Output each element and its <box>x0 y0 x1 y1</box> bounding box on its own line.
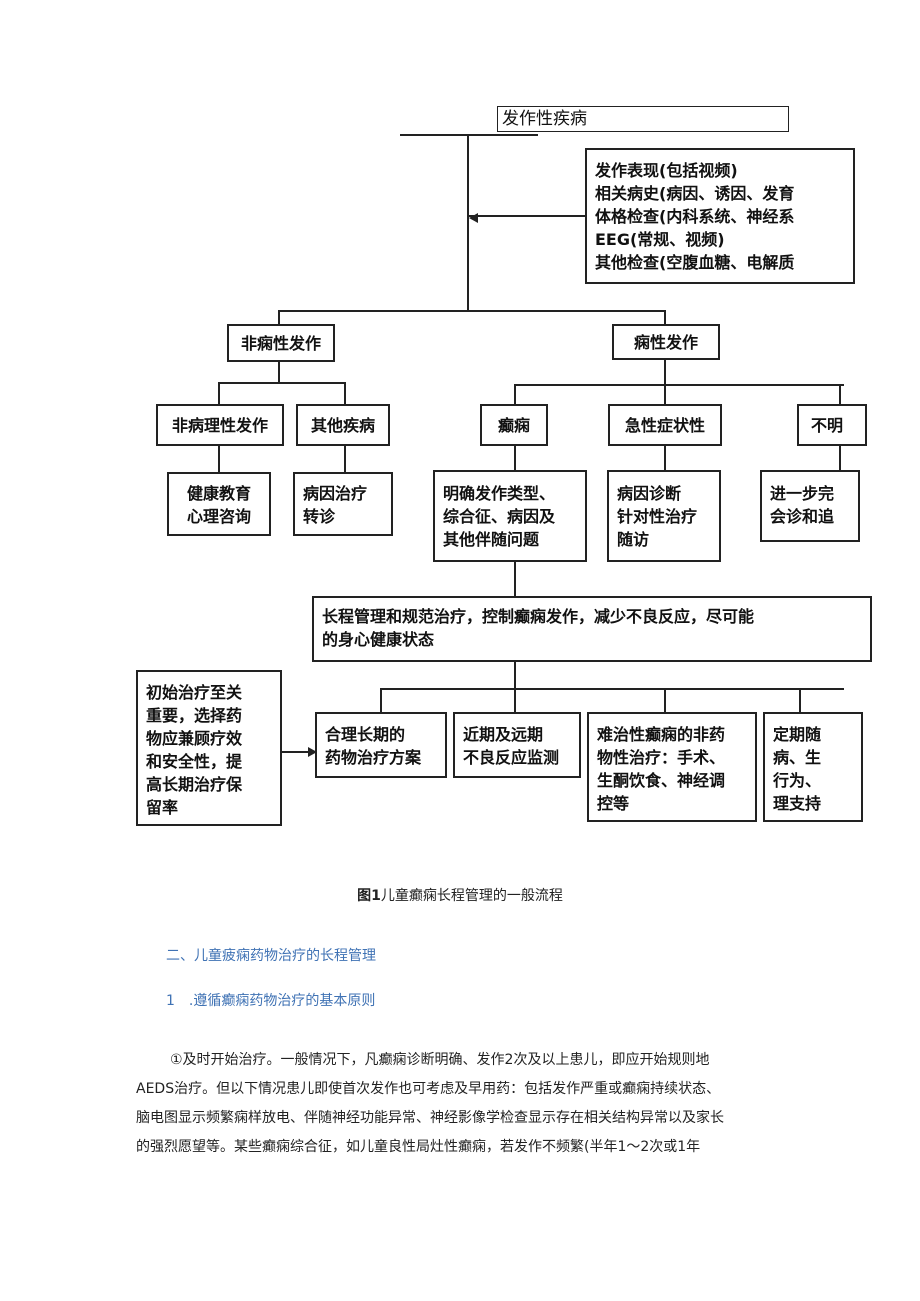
node-long-term-goal: 长程管理和规范治疗，控制癫痫发作，减少不良反应，尽可能 的身心健康状态 <box>312 596 872 662</box>
node-drug-plan: 合理长期的 药物治疗方案 <box>315 712 447 778</box>
node-non-pathological: 非病理性发作 <box>156 404 284 446</box>
paragraph-line: AEDS治疗。但以下情况患儿即使首次发作也可考虑及早用药：包括发作严重或癫痫持续… <box>136 1081 721 1097</box>
figure-caption: 图1儿童癫痫长程管理的一般流程 <box>0 885 920 905</box>
connector <box>839 444 841 472</box>
connector <box>469 213 478 223</box>
node-unclear: 不明 <box>797 404 867 446</box>
connector <box>514 688 516 714</box>
node-further-workup: 进一步完 会诊和追 <box>760 470 860 542</box>
flowchart: 发作性疾病 发作表现(包括视频) 相关病史(病因、诱因、发育 体格检查(内科系统… <box>136 106 872 826</box>
connector <box>400 134 538 136</box>
node-initial-treatment: 初始治疗至关 重要，选择药 物应兼顾疗效 和安全性，提 高长期治疗保 留率 <box>136 670 282 826</box>
connector <box>664 384 666 406</box>
connector <box>380 688 844 690</box>
connector <box>664 310 666 328</box>
node-evaluation: 发作表现(包括视频) 相关病史(病因、诱因、发育 体格检查(内科系统、神经系 E… <box>585 148 855 284</box>
connector <box>514 384 844 386</box>
connector <box>799 688 801 714</box>
connector <box>469 215 587 217</box>
node-etiology-diagnosis: 病因诊断 针对性治疗 随访 <box>607 470 721 562</box>
connector <box>514 444 516 472</box>
connector <box>218 382 220 406</box>
connector <box>839 384 841 406</box>
node-etiology-treatment: 病因治疗 转诊 <box>293 472 393 536</box>
paragraph-line: 脑电图显示频繁痫样放电、伴随神经功能异常、神经影像学检查显示存在相关结构异常以及… <box>136 1110 724 1126</box>
connector <box>344 382 346 406</box>
node-non-epileptic: 非痫性发作 <box>227 324 335 362</box>
paragraph-line: ①及时开始治疗。一般情况下，凡癫痫诊断明确、发作2次及以上患儿，即应开始规则地 <box>170 1052 710 1068</box>
node-refractory: 难治性癫痫的非药 物性治疗：手术、 生酮饮食、神经调 控等 <box>587 712 757 822</box>
connector <box>278 310 280 328</box>
node-acute-symptomatic: 急性症状性 <box>608 404 722 446</box>
connector <box>218 382 346 384</box>
connector <box>467 134 469 312</box>
node-follow-up: 定期随 病、生 行为、 理支持 <box>763 712 863 822</box>
caption-label: 图1 <box>357 888 381 904</box>
node-paroxysmal-disorder: 发作性疾病 <box>497 106 789 132</box>
node-epileptic: 痫性发作 <box>612 324 720 360</box>
connector <box>664 688 666 714</box>
section-heading: 二、儿童疲痫药物治疗的长程管理 <box>166 948 376 964</box>
node-epilepsy: 癫痫 <box>480 404 548 446</box>
connector <box>514 660 516 690</box>
connector <box>280 751 310 753</box>
connector <box>664 358 666 384</box>
paragraph-line: 的强烈愿望等。某些癫痫综合征，如儿童良性局灶性癫痫，若发作不频繁(半年1～2次或… <box>136 1139 701 1155</box>
connector <box>514 384 516 406</box>
node-other-disease: 其他疾病 <box>296 404 390 446</box>
node-clarify-type: 明确发作类型、 综合征、病因及 其他伴随问题 <box>433 470 587 562</box>
connector <box>278 310 666 312</box>
body-paragraph: ①及时开始治疗。一般情况下，凡癫痫诊断明确、发作2次及以上患儿，即应开始规则地 … <box>136 1046 796 1162</box>
connector <box>380 688 382 714</box>
connector <box>514 562 516 598</box>
subsection-heading: 1 .遵循癫痫药物治疗的基本原则 <box>166 993 376 1009</box>
caption-text: 儿童癫痫长程管理的一般流程 <box>380 888 563 904</box>
connector <box>218 444 220 474</box>
connector <box>344 444 346 474</box>
connector <box>664 444 666 472</box>
node-adverse-monitoring: 近期及远期 不良反应监测 <box>453 712 581 778</box>
node-health-education: 健康教育 心理咨询 <box>167 472 271 536</box>
connector <box>278 360 280 382</box>
connector <box>308 747 317 757</box>
